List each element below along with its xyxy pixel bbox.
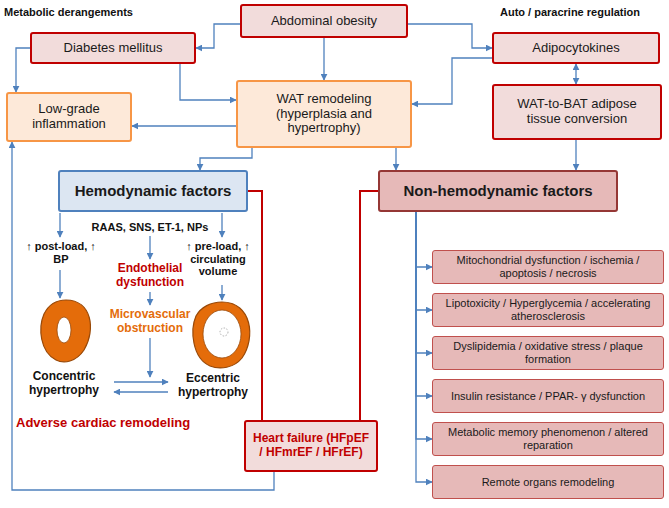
annotation-label: Microvascular obstruction xyxy=(106,308,194,336)
box-text: Metabolic memory phenomenon / altered re… xyxy=(438,426,658,451)
annotation-label: ↑ post-load, ↑ BP xyxy=(26,240,96,265)
connector-arrow xyxy=(16,48,30,92)
flow-arrow xyxy=(114,391,168,392)
connector-arrow xyxy=(575,140,576,170)
connector-arrow xyxy=(575,64,576,84)
annotation-label: Concentric hypertrophy xyxy=(16,370,112,398)
connector-arrow xyxy=(416,212,432,310)
flow-arrow xyxy=(149,236,150,259)
flow-arrow xyxy=(114,381,168,382)
box-text: Remote organs remodeling xyxy=(482,476,615,489)
connector-arrow xyxy=(416,212,432,482)
outcome-box: Heart failure (HFpEF / HFmrEF / HFrEF) xyxy=(244,420,378,472)
flow-arrows xyxy=(60,213,222,392)
connector-arrow xyxy=(323,38,324,80)
connector-arrow xyxy=(132,125,236,126)
factor-box: Remote organs remodeling xyxy=(432,465,664,499)
flow-arrow xyxy=(59,270,60,298)
connector-arrow xyxy=(416,212,432,353)
process-box: WAT remodeling (hyperplasia and hypertro… xyxy=(236,80,412,148)
flow-arrow xyxy=(149,338,150,377)
connector-arrow xyxy=(412,58,492,104)
factor-box: Dyslipidemia / oxidative stress / plaque… xyxy=(432,336,664,370)
connector-arrow xyxy=(200,148,252,170)
category-box: Non-hemodynamic factors xyxy=(378,170,618,212)
connector-arrow xyxy=(395,148,396,170)
box-text: Low-grade inflammation xyxy=(14,102,124,132)
connector-arrow xyxy=(12,142,274,490)
connector-arrow xyxy=(416,212,432,267)
eccentric-heart xyxy=(193,302,250,368)
flow-arrow xyxy=(59,213,60,237)
box-text: WAT remodeling (hyperplasia and hypertro… xyxy=(244,92,404,137)
flow-arrow xyxy=(221,285,222,300)
process-box: Diabetes mellitus xyxy=(30,32,196,64)
factor-box: Lipotoxicity / Hyperglycemia / accelerat… xyxy=(432,293,664,327)
box-text: Lipotoxicity / Hyperglycemia / accelerat… xyxy=(438,297,658,322)
factor-box: Mitochondrial dysfunction / ischemia / a… xyxy=(432,250,664,284)
connector-arrow xyxy=(360,191,378,420)
connector-arrow xyxy=(416,212,432,439)
box-text: Non-hemodynamic factors xyxy=(403,182,592,199)
group-heading: Metabolic derangements xyxy=(4,6,164,19)
box-text: Diabetes mellitus xyxy=(64,41,163,56)
box-text: Mitochondrial dysfunction / ischemia / a… xyxy=(438,254,658,279)
box-text: Heart failure (HFpEF / HFmrEF / HFrEF) xyxy=(252,432,370,460)
box-text: Hemodynamic factors xyxy=(75,182,232,199)
box-text: Adipocytokines xyxy=(532,41,619,56)
flow-arrow xyxy=(221,213,222,237)
box-text: Insulin resistance / PPAR- γ dysfunction xyxy=(451,390,645,403)
flow-arrow xyxy=(149,292,150,305)
concentric-heart xyxy=(41,300,91,362)
factor-box: Metabolic memory phenomenon / altered re… xyxy=(432,422,664,456)
annotation-label: Eccentric hypertrophy xyxy=(170,372,256,400)
connector-arrow xyxy=(196,24,240,48)
annotation-label: Endothelial dysfunction xyxy=(112,262,188,290)
connector-arrow xyxy=(408,24,492,48)
process-box: WAT-to-BAT adipose tissue conversion xyxy=(492,84,662,140)
connector-arrow xyxy=(416,212,432,396)
connector-arrow xyxy=(180,64,236,100)
process-box: Low-grade inflammation xyxy=(6,92,132,142)
box-text: Abdominal obesity xyxy=(271,14,377,29)
process-box: Adipocytokines xyxy=(492,32,660,64)
factor-box: Insulin resistance / PPAR- γ dysfunction xyxy=(432,379,664,413)
category-box: Hemodynamic factors xyxy=(58,170,248,212)
process-box: Abdominal obesity xyxy=(240,4,408,38)
group-heading: Auto / paracrine regulation xyxy=(500,6,666,19)
annotation-label: Adverse cardiac remodeling xyxy=(16,416,238,431)
box-text: Dyslipidemia / oxidative stress / plaque… xyxy=(438,340,658,365)
box-text: WAT-to-BAT adipose tissue conversion xyxy=(500,97,654,127)
annotation-label: ↑ pre-load, ↑ circulating volume xyxy=(180,240,256,278)
connector-arrow xyxy=(248,191,262,420)
annotation-label: RAAS, SNS, ET-1, NPs xyxy=(86,221,214,234)
